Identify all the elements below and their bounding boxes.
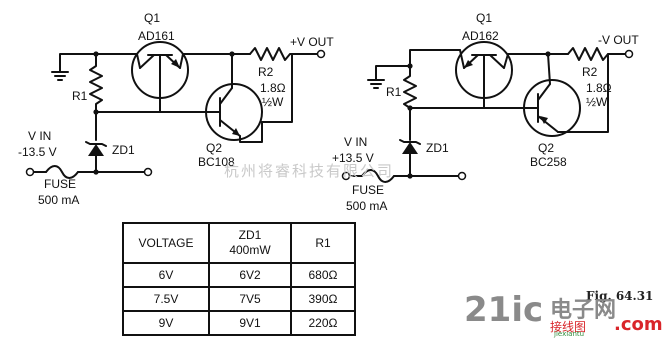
right-vin-label: V IN — [344, 135, 367, 149]
right-vin-value: +13.5 V — [332, 151, 374, 165]
right-r2-power: ½W — [586, 95, 608, 109]
left-junction-dot-4 — [93, 169, 99, 175]
left-vin-terminal — [25, 167, 35, 177]
left-fuse-symbol — [45, 165, 79, 179]
left-zd1-label: ZD1 — [112, 143, 135, 157]
figure-label: Fig. 64.31 — [586, 289, 653, 303]
left-q2-emitter-wire — [239, 121, 263, 143]
company-watermark: 杭州将睿科技有限公司 — [224, 162, 394, 180]
table-header-r1: R1 — [290, 222, 356, 264]
table-cell-r1: 390Ω — [290, 286, 356, 312]
right-q1-collector-rail — [503, 53, 569, 69]
table-cell-zd1: 7V5 — [208, 286, 292, 312]
right-top-wire — [409, 49, 461, 67]
left-vout-terminal — [316, 49, 326, 59]
right-q2-collector-wire — [547, 53, 551, 85]
right-junction-dot-4 — [407, 173, 413, 179]
right-r2-resistor — [567, 47, 627, 61]
table-header-row: VOLTAGE ZD1 400mW R1 — [122, 222, 356, 264]
left-ground-symbol — [51, 61, 69, 81]
table-row: 7.5V 7V5 390Ω — [122, 286, 356, 312]
left-r1-label: R1 — [72, 89, 88, 103]
right-vout-terminal — [624, 49, 634, 59]
left-gnd-terminal — [143, 167, 153, 177]
left-q2-label: Q2 — [206, 141, 222, 155]
left-q1-label: Q1 — [144, 11, 160, 25]
left-vin-label: V IN — [28, 129, 51, 143]
right-ground-wire — [375, 65, 411, 71]
right-r1-resistor — [403, 65, 417, 141]
right-r2-label: R2 — [582, 65, 598, 79]
left-r2-label: R2 — [258, 65, 274, 79]
right-q1-part: AD162 — [462, 29, 499, 43]
right-gnd-terminal — [457, 171, 467, 181]
right-q1-transistor — [455, 41, 513, 99]
right-q2-label: Q2 — [538, 141, 554, 155]
table-cell-voltage: 7.5V — [122, 286, 210, 312]
logo-url-text: jiexiantu — [554, 330, 585, 338]
table-row: 9V 9V1 220Ω — [122, 310, 356, 336]
left-q1-emitter-lead — [136, 53, 141, 69]
table-cell-r1: 220Ω — [290, 310, 356, 336]
left-circuit: Q1 AD161 +V OUT R2 1.8Ω ½W R1 ZD1 Q2 BC1… — [18, 11, 334, 207]
left-ground-wire — [59, 53, 138, 63]
logo-brand-text: 21ic — [464, 290, 544, 330]
right-q1-label: Q1 — [476, 11, 492, 25]
right-fuse-symbol — [361, 169, 395, 183]
left-r1-resistor — [89, 53, 103, 141]
left-q1-part: AD161 — [138, 29, 175, 43]
left-r2-power: ½W — [262, 95, 284, 109]
right-zd1-zener — [399, 139, 421, 154]
right-circuit: Q1 AD162 -V OUT R2 1.8Ω ½W R1 ZD1 Q2 BC2… — [332, 11, 639, 213]
right-vout-label: -V OUT — [598, 33, 639, 47]
left-q2-part: BC108 — [198, 155, 235, 169]
left-zd1-zener — [85, 141, 107, 156]
left-fuse-value: 500 mA — [38, 193, 79, 207]
table-header-zd1: ZD1 400mW — [208, 222, 292, 264]
logo-cn-text: 电子网 — [550, 298, 617, 323]
right-q2-part: BC258 — [530, 155, 567, 169]
component-table: VOLTAGE ZD1 400mW R1 6V 6V2 680Ω 7.5V 7V… — [122, 222, 356, 336]
right-fuse-label: FUSE — [352, 183, 384, 197]
right-r1-label: R1 — [386, 85, 402, 99]
component-table-grid: VOLTAGE ZD1 400mW R1 6V 6V2 680Ω 7.5V 7V… — [122, 222, 356, 336]
left-vout-label: +V OUT — [290, 35, 334, 49]
table-cell-zd1: 6V2 — [208, 262, 292, 288]
left-q1-transistor — [131, 41, 189, 99]
table-row: 6V 6V2 680Ω — [122, 262, 356, 288]
right-zd1-label: ZD1 — [426, 141, 449, 155]
left-q1-collector-lead — [179, 53, 184, 69]
right-feedback-wire — [577, 53, 609, 133]
table-cell-zd1: 9V1 — [208, 310, 292, 336]
table-cell-r1: 680Ω — [290, 262, 356, 288]
right-q1-emitter-lead — [459, 49, 465, 69]
right-r2-value: 1.8Ω — [586, 81, 612, 95]
logo-cn2-text: 接线图 — [550, 320, 587, 334]
logo-domain-text: .com — [614, 314, 663, 335]
left-fuse-label: FUSE — [44, 177, 76, 191]
left-r2-value: 1.8Ω — [260, 81, 286, 95]
table-header-voltage: VOLTAGE — [122, 222, 210, 264]
right-ground-symbol — [367, 69, 385, 89]
left-r2-resistor — [249, 47, 319, 61]
table-header-zd1-name: ZD1 — [238, 228, 262, 242]
table-cell-voltage: 9V — [122, 310, 210, 336]
site-logo: 21ic 电子网 接线图 .com jiexiantu — [464, 290, 663, 338]
left-feedback-wire — [261, 53, 293, 123]
left-vin-value: -13.5 V — [18, 145, 57, 159]
table-cell-voltage: 6V — [122, 262, 210, 288]
right-fuse-value: 500 mA — [346, 199, 387, 213]
table-header-zd1-rating: 400mW — [229, 243, 271, 257]
